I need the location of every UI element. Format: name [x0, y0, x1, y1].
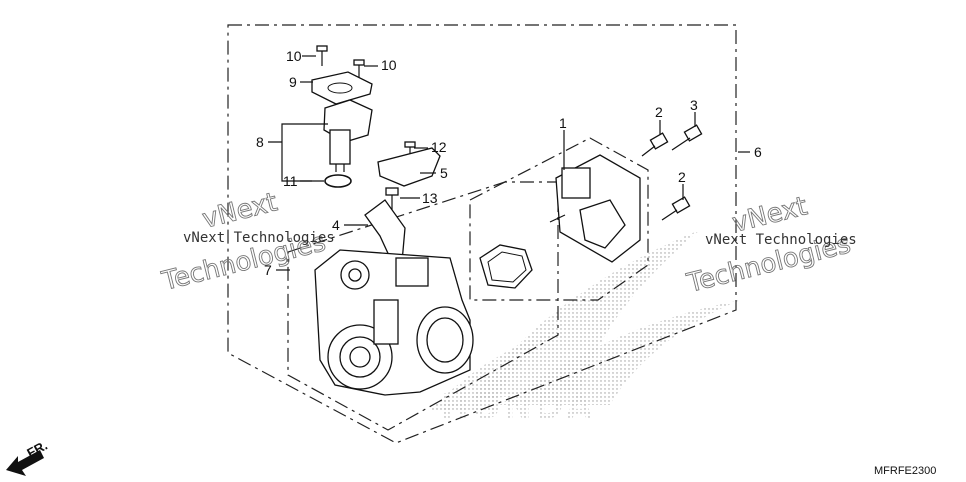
- throttle-sensor-unit-part-1: [549, 154, 641, 263]
- callout-2-upper: 2: [655, 104, 663, 120]
- bolt-part-2-lower: [661, 196, 691, 221]
- svg-text:vNext: vNext: [199, 187, 280, 234]
- bolt-part-3: [671, 124, 703, 151]
- map-sensor-part-8: [323, 99, 373, 172]
- callout-13: 13: [422, 190, 438, 206]
- callout-4: 4: [332, 217, 340, 233]
- callout-7: 7: [264, 262, 272, 278]
- diagram-code: MFRFE2300: [874, 465, 936, 477]
- watermark-left: vNext Technologies vNext Technologies: [158, 187, 335, 298]
- svg-text:vNext Technologies: vNext Technologies: [705, 232, 857, 248]
- throttle-body-part-7: [314, 249, 474, 396]
- sensor-unit-boundary: [469, 137, 649, 301]
- callout-3: 3: [690, 97, 698, 113]
- screw-part-10-left: [316, 45, 328, 66]
- bolt-part-2-upper: [641, 132, 669, 157]
- callout-10-left: 10: [286, 48, 302, 64]
- svg-text:vNext Technologies: vNext Technologies: [183, 230, 335, 246]
- watermark-right: vNext Technologies vNext Technologies: [683, 191, 857, 300]
- callout-11: 11: [283, 173, 298, 189]
- callout-10-right: 10: [381, 57, 397, 73]
- o-ring-part-11: [324, 174, 352, 188]
- honda-wing-logo: [430, 230, 740, 410]
- callout-12: 12: [431, 139, 447, 155]
- callout-1: 1: [559, 115, 567, 131]
- callout-8: 8: [256, 134, 264, 150]
- honda-brand-text: HONDA: [440, 387, 595, 427]
- callout-6: 6: [754, 144, 762, 160]
- front-direction-arrow: FR.: [6, 438, 50, 476]
- gasket-plate-part-9: [311, 71, 373, 105]
- callout-5: 5: [440, 165, 448, 181]
- bracket-part-5: [377, 147, 441, 187]
- callout-9: 9: [289, 74, 297, 90]
- leader-lines: [268, 55, 750, 271]
- callout-2-lower: 2: [678, 169, 686, 185]
- assembly-boundary: [227, 24, 737, 444]
